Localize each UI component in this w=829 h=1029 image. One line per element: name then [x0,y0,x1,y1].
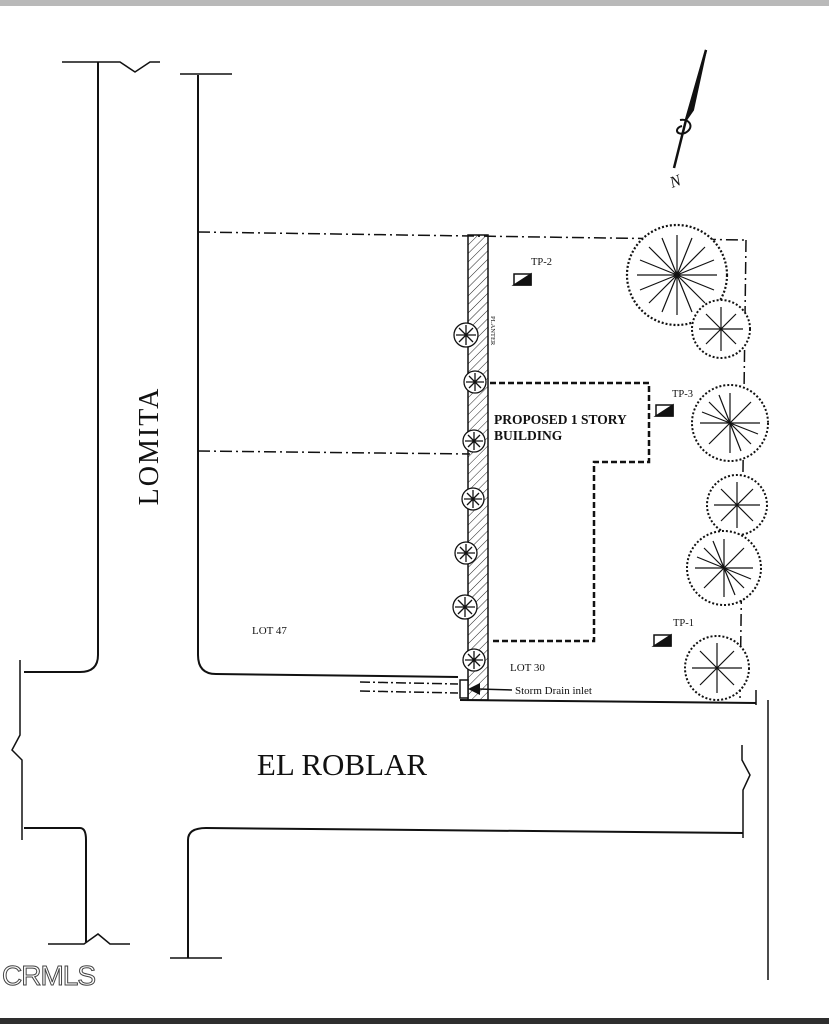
tree-icon [686,530,762,606]
north-arrow-icon [672,49,708,169]
shrub-icon [453,322,479,348]
tree-icon [691,299,751,359]
street-label-lomita: LOMITA [134,387,165,506]
street-lomita-outline [11,61,769,980]
planter-label: PLANTER [489,316,496,346]
shrub-icon [461,487,485,511]
storm-drain-label: Storm Drain inlet [515,685,592,697]
proposed-building-outline [490,381,651,643]
tree-icon [684,635,750,701]
shrub-icon [462,429,486,453]
storm-drain-arrow-icon [468,683,480,695]
shrub-icon [452,594,478,620]
test-pit-icon [511,272,532,286]
watermark-text: CRMLS [1,960,96,992]
test-pit-label-tp2: TP-2 [531,257,552,268]
north-label: N [667,172,685,192]
tree-icon [691,384,769,462]
test-pit-icon [651,633,672,647]
shrub-icon [462,648,486,672]
test-pit-label-tp1: TP-1 [673,618,694,629]
street-label-el-roblar: EL ROBLAR [257,747,428,782]
trees [625,223,769,701]
tree-icon [706,474,768,536]
planter-strip [467,234,489,701]
test-pit-icon [653,403,674,417]
lot-label-30: LOT 30 [510,662,545,674]
top-bar [0,0,829,6]
planter-shrubs [452,322,487,672]
storm-drain-lines [359,679,513,699]
shrub-icon [463,370,487,394]
test-pit-label-tp3: TP-3 [672,389,693,400]
shrub-icon [454,541,478,565]
bottom-bar [0,1018,829,1024]
test-pit-markers [511,272,674,647]
tree-icon [625,223,729,327]
lot-label-47: LOT 47 [252,625,287,637]
building-label-line2: BUILDING [494,428,563,443]
building-label-line1: PROPOSED 1 STORY [494,412,627,427]
